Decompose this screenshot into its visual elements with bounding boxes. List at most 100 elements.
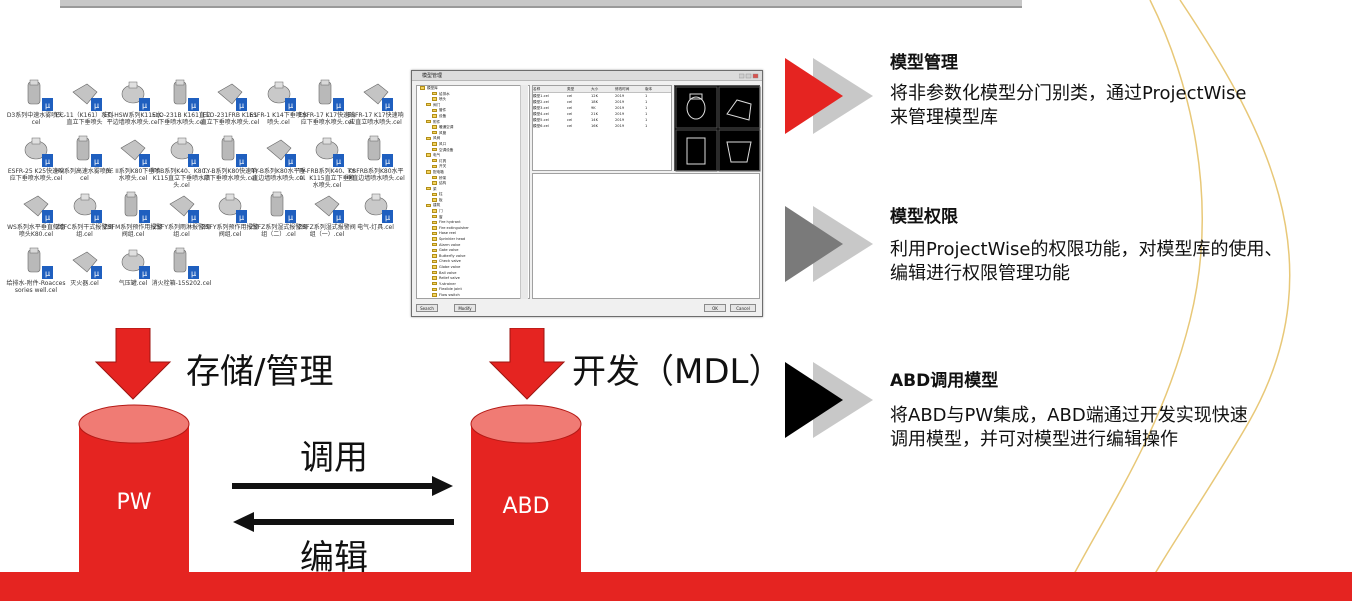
file-name: ZSFY系列雨淋报警阀组.cel (152, 224, 211, 238)
folder-icon (432, 237, 437, 241)
svg-text:μ: μ (384, 101, 389, 110)
list-header[interactable]: 名称 类型 大小 修改时间 版本 (533, 86, 671, 93)
tree-node[interactable]: Fire hydrant (417, 220, 529, 226)
column-header[interactable]: 大小 (591, 87, 599, 91)
column-header[interactable]: 名称 (533, 87, 541, 91)
window-controls-icon[interactable] (739, 73, 759, 79)
tree-node[interactable]: 开关 (417, 164, 529, 170)
tree-node[interactable]: Gate valve (417, 248, 529, 254)
tree-node-label: Flexible joint (439, 287, 462, 292)
tree-node[interactable]: 风口 (417, 142, 529, 148)
tree-node[interactable]: Hose reel (417, 231, 529, 237)
chevron-icon (785, 206, 873, 282)
column-header[interactable]: 修改时间 (615, 87, 630, 91)
search-button[interactable]: Search (416, 304, 438, 312)
tree-node[interactable]: Relief valve (417, 276, 529, 282)
tree-node[interactable]: Flexible joint (417, 287, 529, 293)
ok-button[interactable]: OK (704, 304, 726, 312)
category-tree[interactable]: 模型库给排水喷头阀门管件设备附件暖通空调风管风阀风口空调设备电气灯具开关配电箱桥… (416, 85, 530, 299)
tree-node[interactable]: 模型库 (417, 86, 529, 92)
cell-file-icon: μ (121, 81, 150, 111)
tree-node[interactable]: Butterfly valve (417, 254, 529, 260)
tree-node[interactable]: Y-strainer (417, 282, 529, 288)
tree-node[interactable]: Check valve (417, 259, 529, 265)
file-name: ESFR-17 K17快速响应下垂喷水喷头.cel (298, 112, 356, 126)
column-header[interactable]: 类型 (567, 87, 575, 91)
tree-node[interactable]: 柱 (417, 192, 529, 198)
tree-node[interactable]: 暖通空调 (417, 125, 529, 131)
tree-node[interactable]: 门 (417, 209, 529, 215)
tree-node[interactable]: 结构 (417, 181, 529, 187)
column-header[interactable]: 版本 (645, 87, 653, 91)
tree-node[interactable]: 梁 (417, 187, 529, 193)
tree-node[interactable]: Globe valve (417, 265, 529, 271)
tree-node[interactable]: 管件 (417, 108, 529, 114)
tree-node[interactable]: Flow switch (417, 293, 529, 298)
tree-node[interactable]: 给排水 (417, 92, 529, 98)
tree-node[interactable]: Fire extinguisher (417, 226, 529, 232)
tree-scrollbar[interactable] (520, 85, 528, 299)
tree-node[interactable]: 建筑 (417, 203, 529, 209)
tree-node[interactable]: Ball valve (417, 271, 529, 277)
tree-node[interactable]: 板 (417, 198, 529, 204)
tree-node[interactable]: 设备 (417, 114, 529, 120)
tree-node[interactable]: 附件 (417, 120, 529, 126)
file-name: TY-B系列K80水平垂直边墙喷水喷头.cel (251, 168, 306, 182)
tree-node[interactable]: 空调设备 (417, 148, 529, 154)
modify-button[interactable]: Modify (454, 304, 476, 312)
tree-node[interactable]: 桥架 (417, 176, 529, 182)
tree-node[interactable]: Sprinkler head (417, 237, 529, 243)
tree-node[interactable]: 风阀 (417, 136, 529, 142)
cancel-button[interactable]: Cancel (730, 304, 756, 312)
list-cell: 21K (591, 112, 598, 116)
cell-file-icon: μ (76, 135, 102, 167)
tree-node[interactable]: 喷头 (417, 97, 529, 103)
tree-node[interactable]: Alarm valve (417, 243, 529, 249)
tree-node[interactable]: 配电箱 (417, 170, 529, 176)
tree-node[interactable]: 阀门 (417, 103, 529, 109)
tree-node[interactable]: 电气 (417, 153, 529, 159)
cell-file-icon: μ (173, 79, 199, 111)
tree-node[interactable]: 风管 (417, 131, 529, 137)
tree-node-label: 窗 (439, 214, 443, 219)
chevron-icon (785, 362, 873, 438)
tree-node[interactable]: 窗 (417, 215, 529, 221)
tree-node[interactable]: 灯具 (417, 159, 529, 165)
file-name: D3系列中速水雾喷头.cel (6, 112, 66, 126)
